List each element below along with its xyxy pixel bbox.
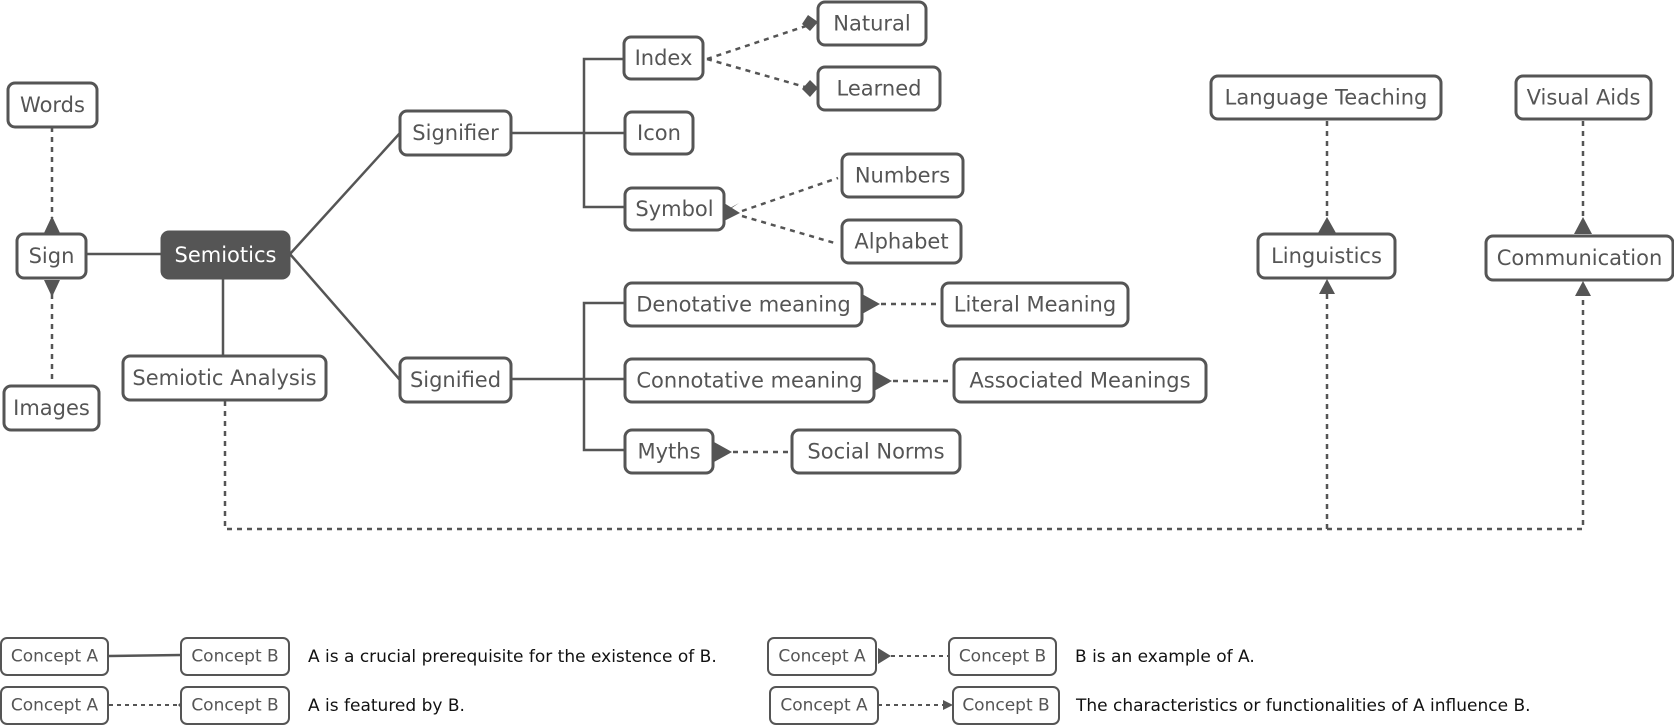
connector-index-natural — [706, 22, 813, 61]
legend-example-arrowhead — [878, 648, 891, 664]
node-numbers[interactable]: Numbers — [840, 152, 965, 199]
node-connotative-meaning-label: Connotative meaning — [636, 369, 862, 393]
node-images[interactable]: Images — [2, 384, 101, 432]
node-sign[interactable]: Sign — [15, 232, 88, 280]
node-semiotics[interactable]: Semiotics — [160, 230, 291, 280]
legend: Concept A Concept B A is a crucial prere… — [0, 637, 1531, 725]
legend-example-concept-a: Concept A — [767, 637, 877, 676]
connector-signifier-branch — [582, 57, 624, 209]
connector-analysis-communication — [223, 285, 1585, 531]
legend-concept-a-label: Concept A — [780, 696, 868, 716]
legend-prerequisite-text: A is a crucial prerequisite for the exis… — [308, 647, 717, 667]
node-numbers-label: Numbers — [855, 164, 950, 188]
node-semiotic-analysis[interactable]: Semiotic Analysis — [121, 354, 328, 402]
node-learned[interactable]: Learned — [816, 65, 942, 112]
node-natural[interactable]: Natural — [816, 0, 928, 47]
legend-featured-text: A is featured by B. — [308, 696, 465, 716]
node-words-label: Words — [20, 93, 85, 117]
arrowhead-communication-bottom — [1575, 281, 1591, 296]
legend-influence-concept-a: Concept A — [769, 686, 879, 725]
connector-semiotics-signified — [289, 253, 401, 381]
legend-example-concept-b: Concept B — [948, 637, 1057, 676]
connector-signified-branch — [582, 301, 624, 452]
diamond-natural — [802, 15, 818, 31]
legend-influence-concept-b: Concept B — [952, 686, 1060, 725]
node-myths-label: Myths — [637, 440, 700, 464]
arrowhead-linguistics-bottom — [1319, 279, 1335, 294]
arrowhead-sign-down — [44, 280, 60, 297]
node-alphabet[interactable]: Alphabet — [840, 218, 963, 265]
node-visual-aids-label: Visual Aids — [1527, 86, 1641, 110]
arrowhead-linguistics-top — [1318, 217, 1336, 233]
node-communication-label: Communication — [1497, 246, 1663, 270]
node-sign-label: Sign — [29, 244, 75, 268]
connector-symbol-numbers — [741, 176, 839, 213]
arrowhead-communication-top — [1574, 217, 1592, 234]
node-language-teaching-label: Language Teaching — [1225, 86, 1428, 110]
legend-prerequisite-concept-a: Concept A — [0, 637, 109, 676]
node-learned-label: Learned — [837, 77, 922, 101]
legend-concept-b-label: Concept B — [959, 647, 1046, 667]
node-denotative-meaning-label: Denotative meaning — [636, 293, 850, 317]
node-literal-meaning-label: Literal Meaning — [954, 293, 1116, 317]
node-semiotics-label: Semiotics — [175, 243, 277, 267]
node-social-norms[interactable]: Social Norms — [790, 428, 962, 475]
legend-concept-a-label: Concept A — [778, 647, 866, 667]
node-denotative-meaning[interactable]: Denotative meaning — [623, 281, 864, 328]
arrowhead-myths — [714, 442, 732, 462]
node-visual-aids[interactable]: Visual Aids — [1514, 74, 1653, 121]
node-linguistics-label: Linguistics — [1271, 244, 1382, 268]
node-connotative-meaning[interactable]: Connotative meaning — [623, 357, 876, 404]
node-linguistics[interactable]: Linguistics — [1256, 232, 1397, 280]
legend-prerequisite-concept-b: Concept B — [180, 637, 290, 676]
node-natural-label: Natural — [833, 12, 910, 36]
node-signifier[interactable]: Signifier — [398, 109, 513, 157]
node-alphabet-label: Alphabet — [854, 230, 948, 254]
diamond-learned — [802, 80, 818, 97]
legend-featured-concept-a: Concept A — [0, 686, 109, 725]
node-associated-meanings-label: Associated Meanings — [969, 369, 1190, 393]
legend-example-text: B is an example of A. — [1075, 647, 1255, 667]
node-language-teaching[interactable]: Language Teaching — [1209, 74, 1443, 121]
node-signified-label: Signified — [410, 368, 501, 392]
legend-featured-concept-b: Concept B — [180, 686, 290, 725]
connector-semiotics-signifier — [289, 132, 401, 255]
node-social-norms-label: Social Norms — [807, 440, 944, 464]
legend-concept-b-label: Concept B — [962, 696, 1049, 716]
legend-concept-b-label: Concept B — [191, 696, 278, 716]
connector-symbol-alphabet — [741, 214, 839, 246]
node-semiotic-analysis-label: Semiotic Analysis — [132, 366, 316, 390]
node-signified[interactable]: Signified — [398, 356, 513, 404]
arrowhead-sign-up — [44, 216, 60, 233]
node-words[interactable]: Words — [6, 81, 99, 129]
arrowhead-connotative — [874, 371, 892, 391]
node-index-label: Index — [635, 46, 693, 70]
legend-influence-text: The characteristics or functionalities o… — [1075, 696, 1531, 716]
arrowhead-symbol — [724, 203, 740, 221]
node-images-label: Images — [13, 396, 90, 420]
node-index[interactable]: Index — [622, 35, 705, 81]
arrowhead-denotative — [862, 294, 880, 314]
legend-influence-arrowhead — [943, 700, 953, 710]
legend-concept-a-label: Concept A — [11, 696, 99, 716]
node-symbol[interactable]: Symbol — [623, 186, 726, 232]
node-icon[interactable]: Icon — [623, 110, 695, 156]
node-literal-meaning[interactable]: Literal Meaning — [940, 281, 1130, 328]
node-icon-label: Icon — [637, 121, 681, 145]
node-associated-meanings[interactable]: Associated Meanings — [952, 357, 1208, 404]
node-myths[interactable]: Myths — [623, 428, 715, 475]
legend-concept-a-label: Concept A — [11, 647, 99, 667]
legend-solid-line — [108, 653, 182, 658]
node-signifier-label: Signifier — [412, 121, 499, 145]
connector-index-learned — [706, 57, 813, 91]
node-communication[interactable]: Communication — [1484, 234, 1674, 282]
legend-concept-b-label: Concept B — [191, 647, 278, 667]
node-symbol-label: Symbol — [635, 197, 713, 221]
